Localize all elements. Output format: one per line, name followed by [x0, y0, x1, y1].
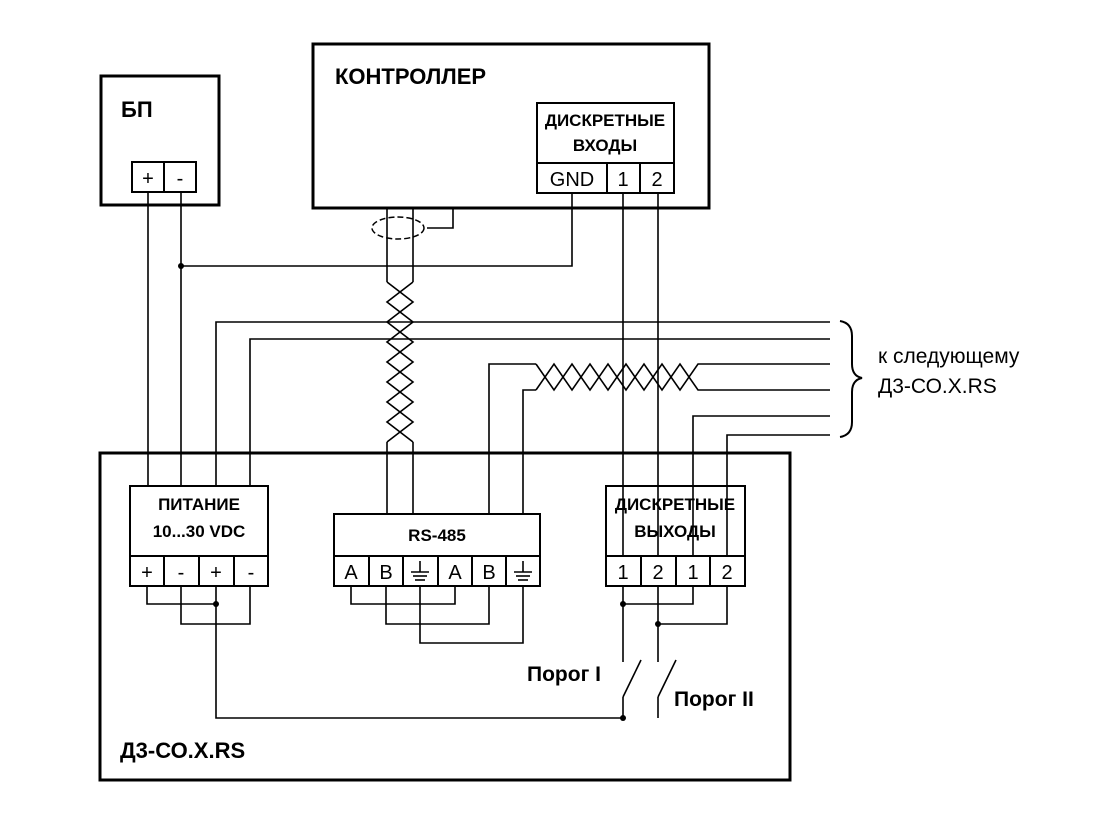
device-rs485-label: RS-485 [408, 526, 466, 545]
jumper-outputs-2 [657, 586, 728, 625]
controller-box [311, 42, 711, 210]
junction-dot [620, 715, 626, 721]
threshold-2-label: Порог II [674, 688, 754, 711]
device-outputs-block: ДИСКРЕТНЫЕ ВЫХОДЫ 1 2 1 2 [605, 485, 746, 587]
wire-power-next-minus [249, 338, 830, 486]
controller-terminal-gnd [536, 162, 608, 194]
device-power-terminal-3 [198, 555, 235, 587]
wire-rs485-a-out [488, 363, 536, 514]
wire-twisted-1 [385, 281, 415, 443]
device-outputs-label-line1: ДИСКРЕТНЫЕ [615, 495, 735, 514]
power-supply: БП + - [99, 74, 221, 207]
wire-ctrl-shield [427, 208, 454, 229]
device-power-block: ПИТАНИЕ 10...30 VDC + - + - [129, 485, 269, 587]
jumper-rs485-ground [419, 586, 524, 644]
device-power-terminal-1-label: + [141, 562, 153, 584]
device-power-terminal-4-label: - [248, 562, 255, 584]
cable-shield-icon [371, 216, 425, 240]
wire-power-to-switch [215, 604, 623, 719]
outputs-terminal-2b-label: 2 [721, 562, 732, 584]
wire-twisted-2 [385, 281, 415, 443]
switch-2-blade [657, 659, 677, 698]
controller-terminal-gnd-label: GND [550, 169, 594, 191]
controller-terminal-2-label: 2 [651, 169, 662, 191]
switch-1-blade [622, 659, 642, 698]
jumper-rs485-b [385, 586, 490, 625]
controller-inputs-label-line1: ДИСКРЕТНЫЕ [545, 111, 665, 130]
device-box [98, 451, 792, 782]
rs485-terminal-a2-label: A [448, 562, 462, 584]
next-device-line2: Д3-СО.X.RS [878, 375, 997, 398]
psu-terminal-minus-label: - [177, 168, 184, 190]
power-supply-box [99, 74, 221, 207]
device-power-terminal-2-label: - [178, 562, 185, 584]
outputs-terminal-1b-label: 1 [687, 562, 698, 584]
brace-icon [839, 320, 863, 438]
rs485-terminal-b1-label: B [379, 562, 392, 584]
outputs-terminal-2a-label: 2 [652, 562, 663, 584]
device-name: Д3-СО.X.RS [120, 738, 245, 763]
controller-terminal-1-label: 1 [617, 169, 628, 191]
device-outputs-label-box [605, 485, 746, 557]
device-rs485-block: RS-485 A B A B [333, 513, 541, 587]
controller-inputs-block [536, 102, 675, 164]
wire-power-next-plus [215, 321, 830, 486]
wire-output-next-1 [692, 415, 830, 556]
controller-terminal-2 [639, 162, 675, 194]
device: Д3-СО.X.RS ПИТАНИЕ 10...30 VDC + - + - R… [98, 451, 792, 782]
wire-rs485-b-out [522, 389, 536, 514]
ground-icon [411, 561, 429, 581]
device-rs485-label-box [333, 513, 541, 557]
junction-dots [178, 263, 661, 721]
device-power-terminal-4 [233, 555, 269, 587]
wire-gnd-controller [181, 193, 573, 267]
junction-dot [178, 263, 184, 269]
outputs-terminal-2b [709, 555, 746, 587]
device-power-terminal-3-label: + [210, 562, 222, 584]
rs485-terminal-a1-label: A [344, 562, 358, 584]
jumper-rs485-a [350, 586, 456, 605]
ground-icon [514, 561, 532, 581]
outputs-terminal-1a-label: 1 [617, 562, 628, 584]
junction-dot [213, 601, 219, 607]
device-outputs-label-line2: ВЫХОДЫ [634, 522, 716, 541]
threshold-1-label: Порог I [527, 663, 601, 686]
next-device-line1: к следующему [878, 345, 1020, 368]
controller-title: КОНТРОЛЛЕР [335, 64, 486, 89]
controller-inputs-label-line2: ВХОДЫ [573, 136, 637, 155]
device-power-label-box [129, 485, 269, 557]
device-power-label-line1: ПИТАНИЕ [158, 495, 240, 514]
psu-terminal-minus [163, 161, 197, 193]
psu-terminal-plus-label: + [142, 168, 154, 190]
junction-dot [655, 621, 661, 627]
junction-dot [620, 601, 626, 607]
wires [146, 192, 830, 719]
power-supply-title: БП [121, 97, 153, 122]
device-power-label-line2: 10...30 VDC [153, 522, 246, 541]
wire-output-next-2 [726, 434, 830, 556]
controller: КОНТРОЛЛЕР ДИСКРЕТНЫЕ ВХОДЫ GND 1 2 [311, 42, 711, 210]
rs485-terminal-b2-label: B [482, 562, 495, 584]
wire-twisted-out-2 [535, 362, 830, 392]
